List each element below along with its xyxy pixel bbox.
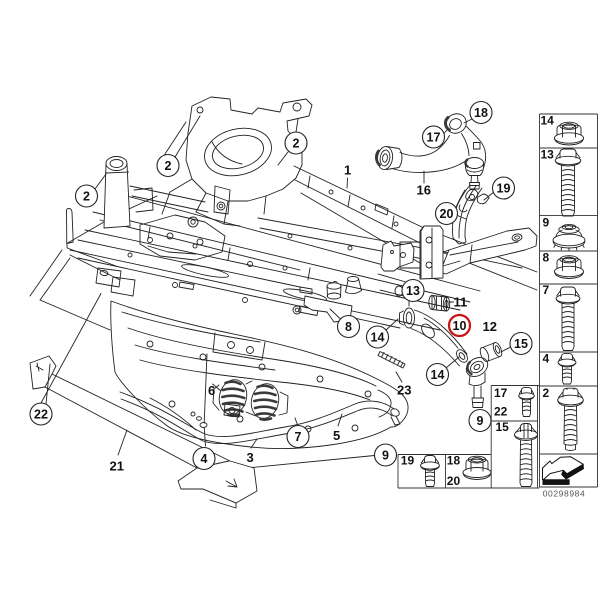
svg-text:5: 5: [333, 428, 340, 443]
svg-text:14: 14: [431, 368, 445, 382]
svg-text:2: 2: [543, 386, 550, 400]
svg-text:12: 12: [483, 319, 497, 334]
svg-text:8: 8: [543, 251, 550, 265]
svg-text:22: 22: [494, 405, 508, 419]
svg-text:19: 19: [401, 454, 415, 468]
svg-text:1: 1: [344, 163, 351, 178]
svg-text:9: 9: [543, 216, 550, 230]
svg-text:2: 2: [293, 137, 300, 151]
svg-text:8: 8: [345, 320, 352, 334]
svg-text:20: 20: [447, 474, 461, 488]
svg-text:15: 15: [514, 337, 528, 351]
svg-text:16: 16: [417, 183, 431, 198]
svg-text:11: 11: [454, 295, 468, 310]
svg-text:19: 19: [497, 182, 511, 196]
svg-text:7: 7: [295, 430, 302, 444]
svg-text:23: 23: [397, 383, 411, 398]
svg-text:13: 13: [406, 284, 420, 298]
svg-text:7: 7: [543, 283, 550, 297]
svg-text:13: 13: [541, 148, 555, 162]
svg-text:00298984: 00298984: [543, 489, 586, 499]
svg-text:6: 6: [208, 383, 215, 398]
svg-text:20: 20: [440, 207, 454, 221]
svg-text:3: 3: [247, 450, 254, 465]
svg-text:15: 15: [496, 420, 510, 434]
svg-text:9: 9: [477, 414, 484, 428]
svg-text:18: 18: [474, 106, 488, 120]
svg-text:17: 17: [427, 131, 441, 145]
svg-text:10: 10: [453, 319, 467, 333]
svg-text:4: 4: [543, 352, 550, 366]
svg-text:4: 4: [201, 452, 208, 466]
svg-text:9: 9: [382, 449, 389, 463]
svg-text:14: 14: [371, 331, 385, 345]
svg-text:2: 2: [83, 190, 90, 204]
svg-text:21: 21: [110, 459, 124, 474]
svg-text:17: 17: [494, 386, 508, 400]
svg-text:22: 22: [34, 408, 48, 422]
svg-text:18: 18: [447, 454, 461, 468]
svg-text:2: 2: [165, 159, 172, 173]
svg-text:14: 14: [541, 114, 555, 128]
